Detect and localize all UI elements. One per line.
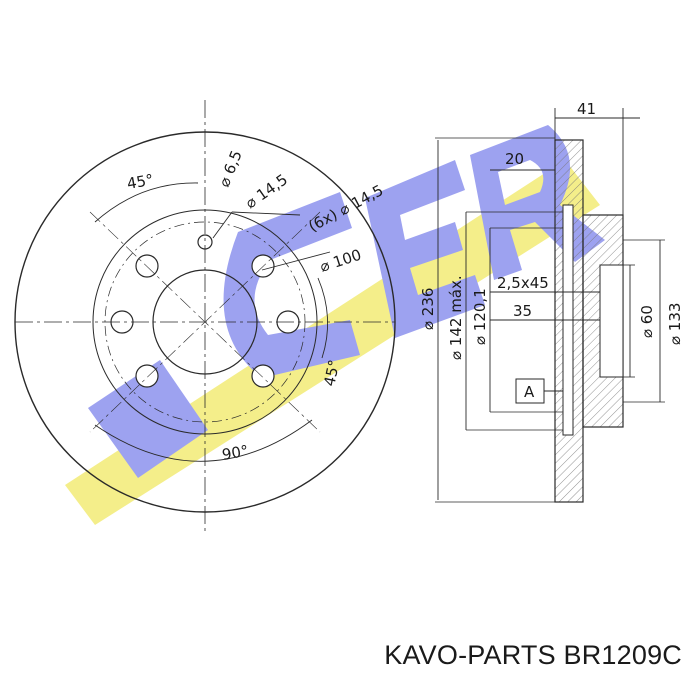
hat-diameter-label: ⌀ 133 [666,303,684,345]
side-view [435,108,665,503]
pcd-label: ⌀ 100 [318,246,364,276]
logo-letter-c [223,192,360,378]
hub-center [599,264,624,378]
side-view-labels: 41 20 2,5x45 35 ⌀ 236 ⌀ 142 máx. ⌀ 120,1… [419,100,684,401]
hole-diameter-label: ⌀ 6,5 [215,148,246,190]
brand-name: KAVO-PARTS [384,640,556,670]
part-number: BR1209C [563,640,682,670]
max-diameter-label: ⌀ 142 máx. [447,275,465,360]
logo-letter-e [365,160,485,338]
bolt-diameter-label-1: ⌀ 14,5 [242,170,291,212]
bolt-holes [110,254,300,388]
datum-label: A [524,383,535,401]
center-diameter-label: ⌀ 60 [638,305,656,338]
logo-letter-i [88,360,208,478]
angle-bottom-label: 90° [221,442,250,464]
product-caption: KAVO-PARTS BR1209C [384,640,682,671]
thickness-label: 41 [577,100,596,118]
front-view [14,100,396,532]
offset-label: 20 [505,150,524,168]
disc-diameter-label: ⌀ 236 [419,288,437,330]
angle-right-label: 45° [320,358,343,388]
hub-diameter-label: ⌀ 120,1 [471,288,489,345]
angle-top-label: 45° [126,171,155,193]
chamfer-label: 2,5x45 [497,274,549,292]
depth-label: 35 [513,302,532,320]
